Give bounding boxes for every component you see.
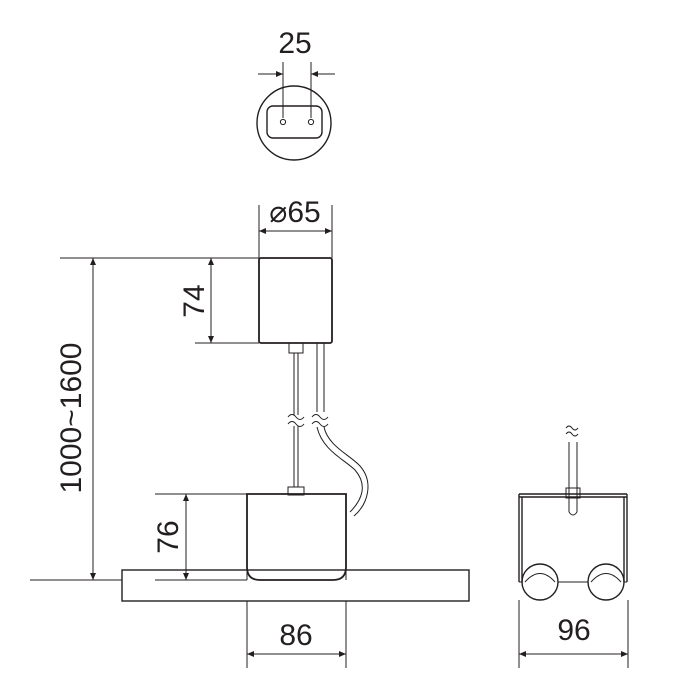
- overall-length-label: 1000~1600: [55, 343, 88, 494]
- canopy-diameter-label: ⌀65: [269, 196, 320, 229]
- overall-length-dimension: 1000~1600: [30, 257, 259, 581]
- connector-end-view: 25: [256, 27, 335, 161]
- body-width-label: 86: [279, 619, 312, 652]
- power-cord: [311, 343, 369, 517]
- body-height-label: 76: [152, 520, 185, 553]
- canopy-height-label: 74: [178, 284, 211, 317]
- body-width-dimension: 86: [246, 601, 347, 668]
- fixture-body: [246, 493, 347, 581]
- pin-spacing-label: 25: [278, 27, 311, 60]
- canopy: ⌀65 74: [178, 196, 333, 344]
- side-width-label: 96: [557, 614, 590, 647]
- track-rail: [121, 569, 470, 602]
- body-height-dimension: 76: [152, 493, 247, 581]
- suspension-wire: [287, 342, 305, 496]
- side-view: 96: [518, 425, 629, 668]
